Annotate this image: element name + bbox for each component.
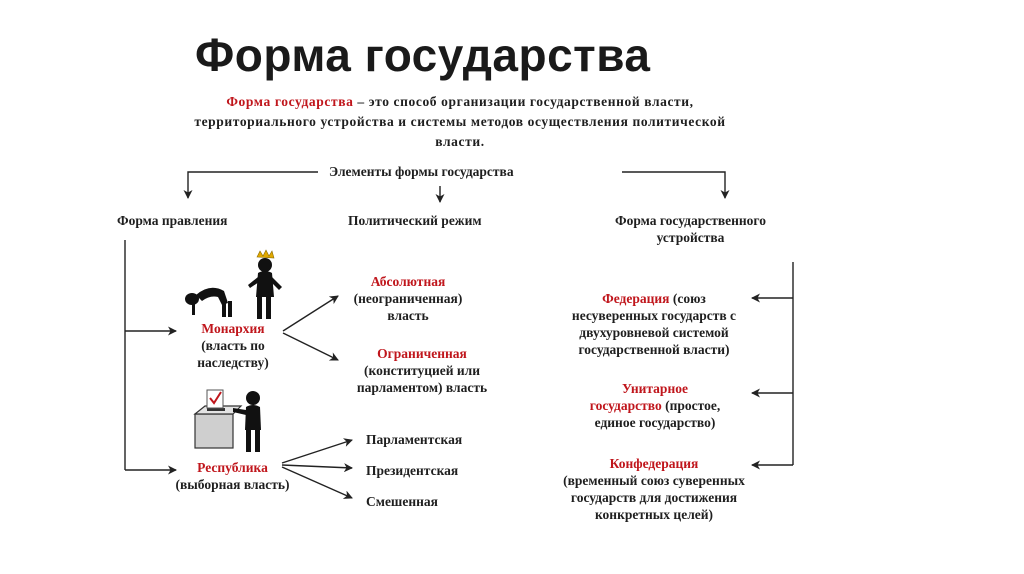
ballot-box-icon [193, 389, 243, 449]
republic-label: Республика [197, 460, 268, 475]
monarchy-desc-2: наследству) [197, 355, 269, 370]
federation-desc-1: (союз [669, 291, 706, 306]
absolute-desc-2: власть [387, 308, 429, 323]
column-governance: Форма правления [117, 213, 228, 228]
monarchy-desc-1: (власть по [201, 338, 265, 353]
king-figure-icon [248, 249, 282, 319]
definition-term: Форма государства [226, 94, 354, 109]
bowing-figure-icon [185, 287, 232, 317]
absolute-block: Абсолютная (неограниченная) власть [338, 273, 478, 324]
definition-line-2: территориального устройства и системы ме… [194, 114, 726, 129]
unitary-block: Унитарное государство (простое, единое г… [560, 380, 750, 431]
federation-desc-3: двухуровневой системой [579, 325, 729, 340]
republic-to-presidential [281, 463, 353, 473]
limited-desc-1: (конституцией или [363, 363, 481, 378]
limited-block: Ограниченная (конституцией или парламент… [338, 345, 506, 396]
republic-type-presidential: Президентская [366, 463, 459, 478]
republic-type-parliamentary: Парламентская [366, 432, 463, 447]
federation-desc-2: несуверенных государств с [571, 308, 737, 323]
column-regime: Политический режим [348, 213, 482, 228]
unitary-desc-1: (простое, [661, 398, 721, 413]
republic-desc: (выборная власть) [175, 477, 290, 492]
federation-label: Федерация [602, 291, 670, 306]
republic-to-parliamentary [281, 438, 353, 464]
unitary-desc-2: единое государство) [594, 415, 716, 430]
unitary-label-1: Унитарное [622, 381, 688, 396]
voter-figure-icon [233, 391, 261, 452]
definition-rest: – это способ организации государственной… [353, 94, 694, 109]
monarchy-illustration [185, 249, 282, 319]
elements-header: Элементы формы государства [329, 164, 514, 179]
republic-illustration [193, 389, 261, 452]
connector-left [183, 171, 318, 199]
absolute-desc-1: (неограниченная) [353, 291, 463, 306]
confederation-desc-2: государств для достижения [570, 490, 738, 505]
confederation-desc-1: (временный союз суверенных [563, 473, 745, 488]
limited-label: Ограниченная [377, 346, 467, 361]
confederation-block: Конфедерация (временный союз суверенных … [538, 455, 770, 523]
republic-to-mixed [281, 466, 353, 499]
confederation-label: Конфедерация [609, 456, 699, 471]
monarchy-to-limited [282, 332, 339, 361]
republic-type-mixed: Смешенная [366, 494, 438, 509]
monarchy-block: Монархия (власть по наследству) [178, 320, 288, 371]
column-structure: Форма государственного устройства [578, 212, 803, 246]
definition-text: Форма государства – это способ организац… [110, 92, 810, 152]
unitary-label-2: государство [589, 398, 662, 413]
absolute-label: Абсолютная [370, 274, 446, 289]
connector-right [622, 171, 730, 199]
monarchy-to-absolute [282, 295, 339, 332]
definition-line-3: власти. [435, 134, 485, 149]
column-structure-line-2: устройства [656, 230, 725, 245]
monarchy-label: Монархия [201, 321, 265, 336]
federation-desc-4: государственной власти) [578, 342, 730, 357]
confederation-desc-3: конкретных целей) [594, 507, 714, 522]
page-title: Форма государства [195, 29, 651, 81]
republic-block: Республика (выборная власть) [160, 459, 305, 493]
federation-block: Федерация (союз несуверенных государств … [548, 290, 760, 358]
limited-desc-2: парламентом) власть [356, 380, 488, 395]
column-structure-line-1: Форма государственного [615, 213, 766, 228]
